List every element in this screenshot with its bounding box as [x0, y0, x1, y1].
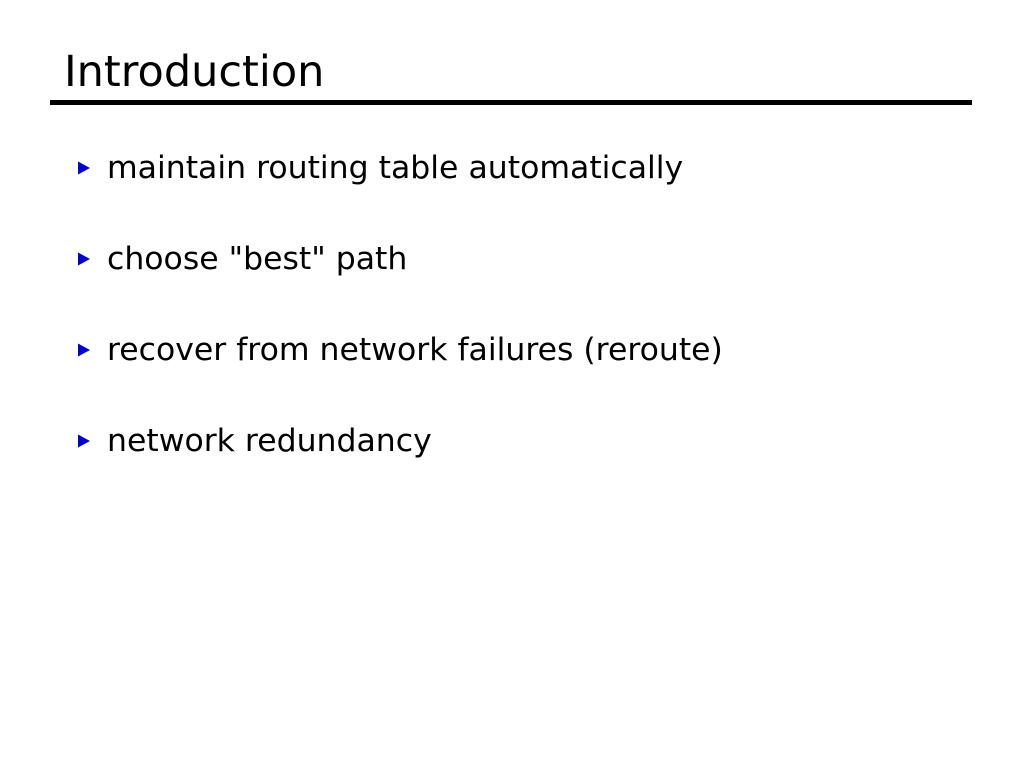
triangle-right-icon: [76, 342, 92, 358]
list-item: maintain routing table automatically: [76, 148, 976, 239]
triangle-right-icon: [76, 433, 92, 449]
list-item: choose "best" path: [76, 239, 976, 330]
list-item-label: recover from network failures (reroute): [107, 332, 723, 368]
title-block: Introduction: [50, 46, 972, 105]
list-item-label: network redundancy: [107, 423, 432, 459]
list-item: recover from network failures (reroute): [76, 330, 976, 421]
page-title: Introduction: [64, 47, 325, 97]
title-underline-rule: [50, 100, 972, 105]
bullet-list: maintain routing table automatically cho…: [76, 148, 976, 512]
list-item: network redundancy: [76, 421, 976, 512]
triangle-right-icon: [76, 160, 92, 176]
list-item-label: choose "best" path: [107, 241, 408, 277]
list-item-label: maintain routing table automatically: [107, 150, 684, 186]
triangle-right-icon: [76, 251, 92, 267]
